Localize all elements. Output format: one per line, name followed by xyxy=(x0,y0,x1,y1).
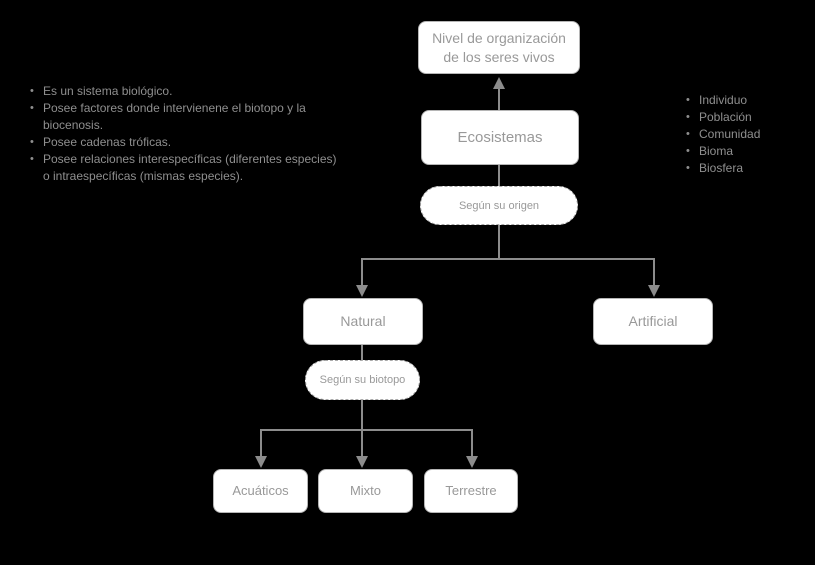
list-item-text: Bioma xyxy=(699,144,734,158)
node-acuaticos-label: Acuáticos xyxy=(232,482,289,498)
list-item-text: Biosfera xyxy=(699,161,744,175)
node-mixto-label: Mixto xyxy=(349,482,382,498)
list-item-text: Posee cadenas tróficas. xyxy=(43,135,172,149)
list-item-text: Población xyxy=(699,110,752,124)
branch-line-origen xyxy=(361,258,655,260)
arrowhead-down-mixto xyxy=(356,456,368,468)
list-item: • Población xyxy=(686,109,806,126)
list-item-text: Posee factores donde intervienene el bio… xyxy=(43,101,306,132)
bullet-icon: • xyxy=(30,153,34,165)
arrowhead-up-to-nivel xyxy=(493,77,505,89)
bullet-icon: • xyxy=(686,162,690,174)
connector-ecosistemas-origen xyxy=(498,165,500,186)
node-nivel-line2: de los seres vivos xyxy=(443,48,555,65)
node-mixto: Mixto xyxy=(318,469,413,513)
node-segun-su-biotopo-label: Según su biotopo xyxy=(319,374,406,386)
node-terrestre: Terrestre xyxy=(424,469,518,513)
node-segun-su-biotopo: Según su biotopo xyxy=(305,360,420,400)
node-artificial-label: Artificial xyxy=(628,313,678,330)
bullet-icon: • xyxy=(30,102,34,114)
list-item-text: Comunidad xyxy=(699,127,761,141)
arrowhead-down-artificial xyxy=(648,285,660,297)
node-natural: Natural xyxy=(303,298,423,345)
node-acuaticos: Acuáticos xyxy=(213,469,308,513)
bullet-icon: • xyxy=(686,145,690,157)
node-ecosistemas-label: Ecosistemas xyxy=(457,128,543,146)
arrowhead-down-acuaticos xyxy=(255,456,267,468)
bullet-icon: • xyxy=(686,94,690,106)
connector-biotopo-branch xyxy=(361,400,363,430)
list-item: • Es un sistema biológico. xyxy=(30,83,342,100)
node-segun-su-origen: Según su origen xyxy=(420,186,578,225)
list-item: • Posee relaciones interespecíficas (dif… xyxy=(30,151,342,185)
connector-branch-mixto xyxy=(361,429,363,456)
connector-branch-natural xyxy=(361,258,363,285)
arrowhead-down-terrestre xyxy=(466,456,478,468)
ecosystem-properties-list: • Es un sistema biológico. • Posee facto… xyxy=(30,83,342,185)
list-item-text: Posee relaciones interespecíficas (difer… xyxy=(43,152,337,183)
connector-origen-branch xyxy=(498,225,500,259)
list-item-text: Individuo xyxy=(699,93,748,107)
list-item: • Comunidad xyxy=(686,126,806,143)
organization-levels-list: • Individuo • Población • Comunidad • Bi… xyxy=(686,92,806,177)
node-artificial: Artificial xyxy=(593,298,713,345)
bullet-icon: • xyxy=(686,111,690,123)
list-item: • Posee cadenas tróficas. xyxy=(30,134,342,151)
node-nivel-organizacion: Nivel de organización de los seres vivos xyxy=(418,21,580,74)
node-nivel-line1: Nivel de organización xyxy=(432,30,566,47)
arrowhead-down-natural xyxy=(356,285,368,297)
connector-branch-artificial xyxy=(653,258,655,285)
node-ecosistemas: Ecosistemas xyxy=(421,110,579,165)
list-item: • Bioma xyxy=(686,143,806,160)
connector-ecosistemas-nivel xyxy=(498,87,500,110)
list-item: • Individuo xyxy=(686,92,806,109)
bullet-icon: • xyxy=(30,85,34,97)
connector-natural-biotopo xyxy=(361,345,363,360)
branch-line-biotopo xyxy=(260,429,473,431)
list-item: • Posee factores donde intervienene el b… xyxy=(30,100,342,134)
node-natural-label: Natural xyxy=(340,313,386,330)
connector-branch-acuaticos xyxy=(260,429,262,456)
connector-branch-terrestre xyxy=(471,429,473,456)
list-item: • Biosfera xyxy=(686,160,806,177)
bullet-icon: • xyxy=(686,128,690,140)
node-segun-su-origen-label: Según su origen xyxy=(458,199,540,212)
node-terrestre-label: Terrestre xyxy=(445,482,497,498)
list-item-text: Es un sistema biológico. xyxy=(43,84,173,98)
bullet-icon: • xyxy=(30,136,34,148)
